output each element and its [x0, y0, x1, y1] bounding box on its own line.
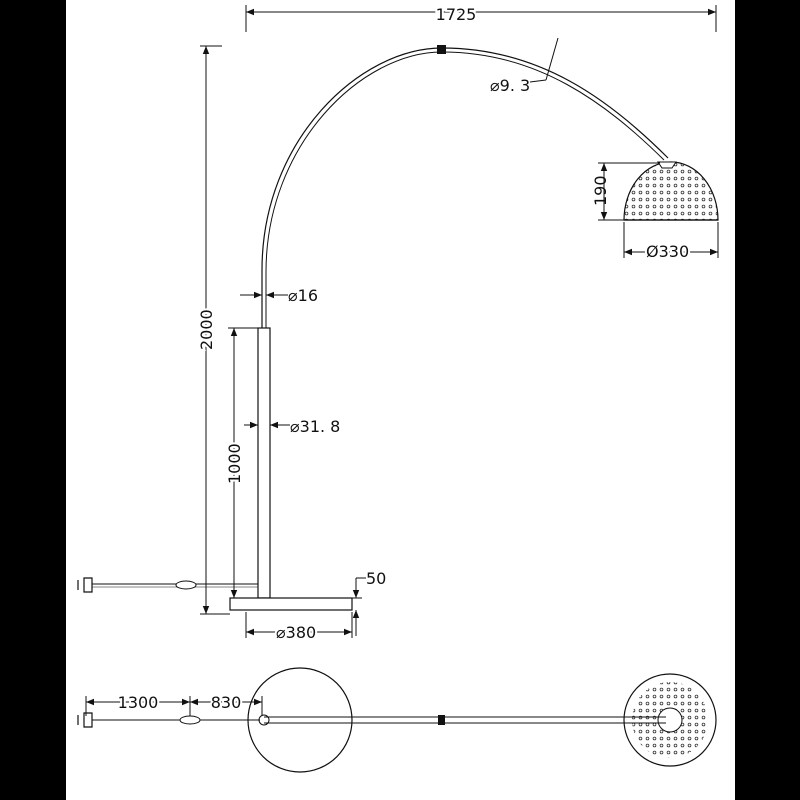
drawing-sheet [66, 0, 735, 800]
upper-tube-diameter-label: ⌀16 [288, 286, 318, 305]
lamp-base [229, 597, 353, 611]
dim-shade-diameter: Ø330 [623, 222, 719, 263]
lamp-plan-view [77, 667, 717, 773]
foot-switch [175, 580, 197, 590]
base-thickness-label: 50 [366, 569, 386, 588]
cable-to-switch-label: 1300 [118, 693, 159, 712]
arc-tube [261, 47, 669, 328]
arc-tube-inner [265, 51, 665, 328]
dim-cable-lengths: 1300 830 [85, 691, 263, 716]
lamp-shade [623, 161, 719, 221]
arc-joint [437, 45, 446, 54]
shade-diameter-label: Ø330 [646, 242, 689, 261]
base-diameter-label: ⌀380 [276, 623, 316, 642]
dim-arc-tube-diameter: ⌀9. 3 [490, 37, 559, 95]
dim-lower-tube-diameter: ⌀31. 8 [244, 417, 340, 436]
lower-tube-diameter-label: ⌀31. 8 [290, 417, 340, 436]
power-plug [77, 577, 93, 593]
dim-shade-height: 190 [591, 162, 660, 221]
dim-upper-tube-diameter: ⌀16 [240, 286, 318, 305]
foot-switch-plan [179, 715, 201, 725]
switch-to-base-label: 830 [211, 693, 242, 712]
dim-base-thickness: 50 [352, 569, 386, 636]
arc-tube-diameter-label: ⌀9. 3 [490, 76, 530, 95]
dim-base-diameter: ⌀380 [245, 612, 353, 644]
arm-joint-plan [438, 715, 445, 725]
shade-height-label: 190 [591, 175, 610, 206]
dim-total-reach: 1725 [245, 3, 717, 32]
shade-top [657, 161, 677, 169]
power-plug-plan [77, 712, 93, 728]
lower-tube [257, 327, 271, 599]
dim-lower-tube-height: 1000 [223, 327, 258, 598]
lamp-side-view [77, 45, 719, 611]
shade-circle [623, 673, 717, 767]
dim-total-height: 2000 [195, 45, 230, 615]
total-height-label: 2000 [197, 309, 216, 350]
lower-tube-height-label: 1000 [225, 443, 244, 484]
total-reach-label: 1725 [436, 5, 477, 24]
